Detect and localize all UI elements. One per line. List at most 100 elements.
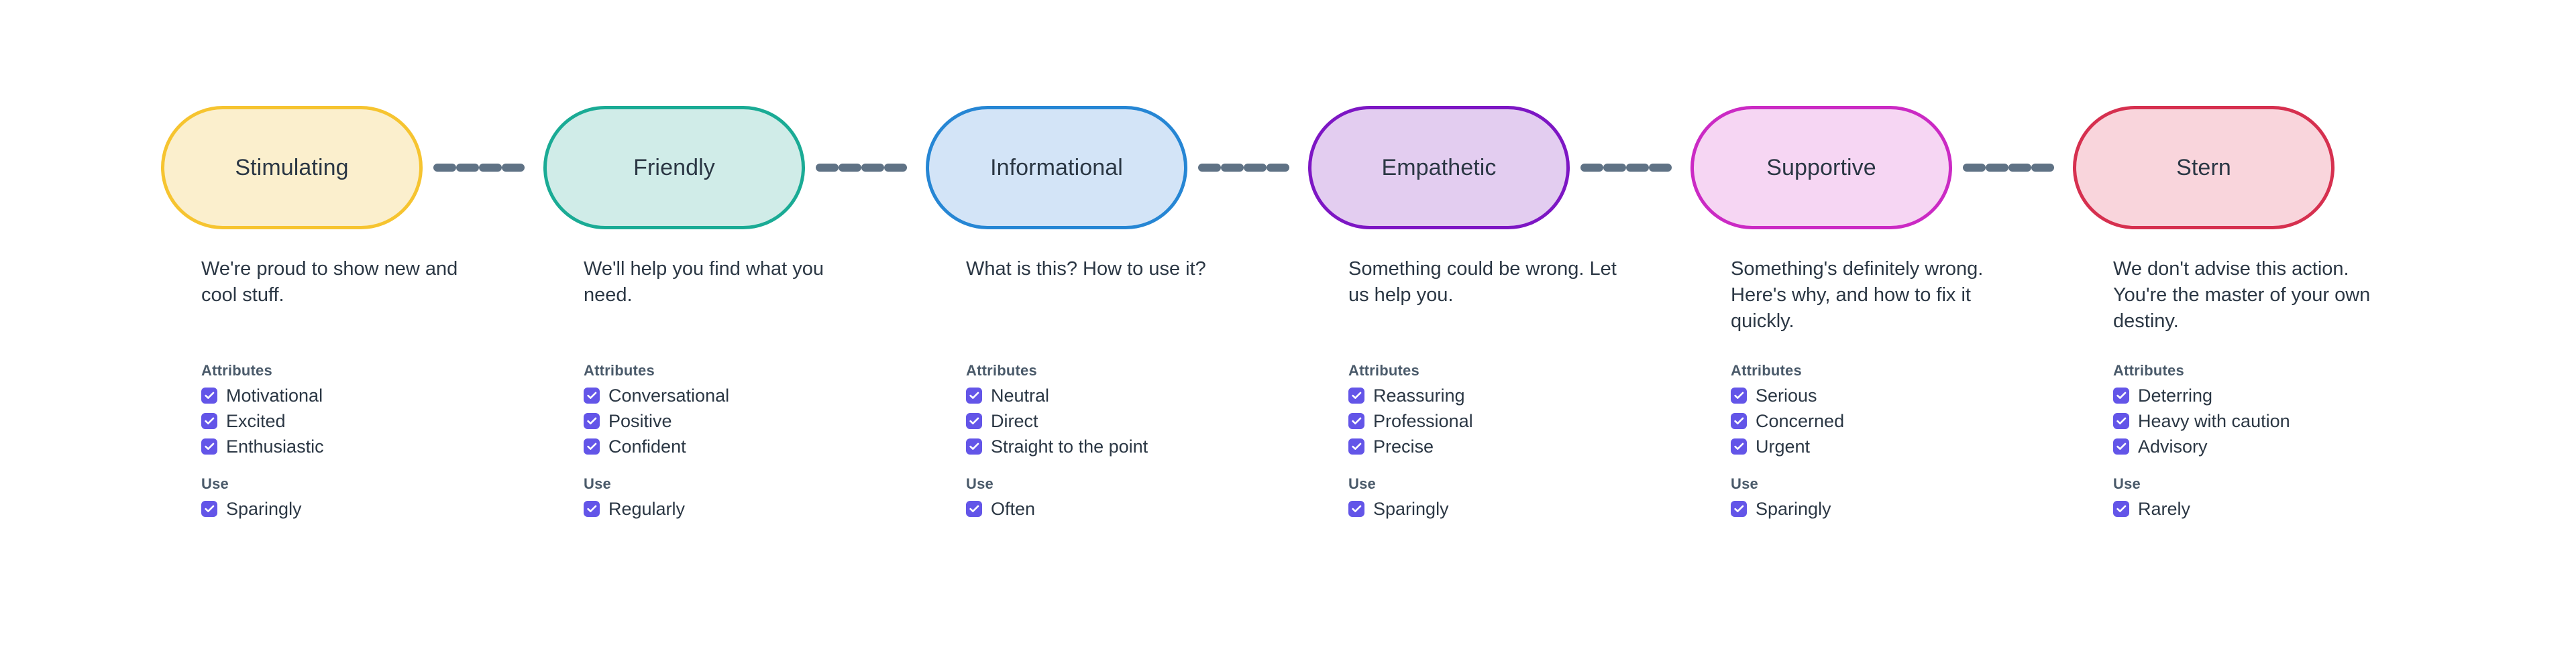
- attributes-item[interactable]: Confident: [584, 435, 899, 458]
- use-heading: Use: [201, 475, 229, 492]
- checkbox-checked-icon[interactable]: [201, 413, 217, 429]
- attributes-item[interactable]: Deterring: [2113, 384, 2428, 407]
- attributes-item-label: Concerned: [1756, 410, 1845, 431]
- tone-pill[interactable]: Empathetic: [1308, 106, 1570, 229]
- connector-dash: [1267, 164, 1289, 172]
- connector-dash: [1649, 164, 1672, 172]
- use-item-label: Often: [991, 498, 1036, 519]
- connector-dash: [2008, 164, 2031, 172]
- checkbox-checked-icon[interactable]: [1731, 438, 1747, 455]
- attributes-item[interactable]: Neutral: [966, 384, 1281, 407]
- dashed-connector: [1198, 164, 1289, 172]
- attributes-item-label: Excited: [226, 410, 286, 431]
- connector-dash: [502, 164, 525, 172]
- connector-dash: [1963, 164, 1986, 172]
- attributes-heading: Attributes: [584, 362, 655, 379]
- attributes-item[interactable]: Enthusiastic: [201, 435, 517, 458]
- use-item[interactable]: Often: [966, 497, 1281, 520]
- checkbox-checked-icon[interactable]: [201, 501, 217, 517]
- checkbox-checked-icon[interactable]: [2113, 413, 2129, 429]
- attributes-heading: Attributes: [966, 362, 1037, 379]
- attributes-item[interactable]: Reassuring: [1348, 384, 1664, 407]
- use-item[interactable]: Rarely: [2113, 497, 2428, 520]
- use-item-label: Rarely: [2138, 498, 2191, 519]
- tone-pill-label: Friendly: [633, 155, 715, 180]
- attributes-item[interactable]: Concerned: [1731, 410, 2046, 432]
- attributes-heading: Attributes: [1348, 362, 1419, 379]
- use-heading: Use: [1348, 475, 1376, 492]
- checkbox-checked-icon[interactable]: [2113, 501, 2129, 517]
- pill-row: Supportive: [1690, 106, 2054, 229]
- checkbox-checked-icon[interactable]: [1731, 388, 1747, 404]
- attributes-item-label: Heavy with caution: [2138, 410, 2290, 431]
- tone-pill[interactable]: Stimulating: [161, 106, 423, 229]
- checkbox-checked-icon[interactable]: [966, 413, 982, 429]
- connector-dash: [816, 164, 839, 172]
- tone-pill[interactable]: Stern: [2073, 106, 2334, 229]
- checkbox-checked-icon[interactable]: [966, 388, 982, 404]
- use-item[interactable]: Sparingly: [201, 497, 517, 520]
- checkbox-checked-icon[interactable]: [584, 388, 600, 404]
- checkbox-checked-icon[interactable]: [584, 413, 600, 429]
- checkbox-checked-icon[interactable]: [201, 438, 217, 455]
- attributes-item-label: Enthusiastic: [226, 436, 324, 457]
- attributes-item-label: Conversational: [608, 385, 730, 406]
- attributes-item[interactable]: Professional: [1348, 410, 1664, 432]
- attributes-item[interactable]: Advisory: [2113, 435, 2428, 458]
- checkbox-checked-icon[interactable]: [584, 501, 600, 517]
- tone-description: Something's definitely wrong. Here's why…: [1731, 258, 1984, 332]
- attributes-item-label: Confident: [608, 436, 686, 457]
- attributes-item-label: Neutral: [991, 385, 1050, 406]
- use-item[interactable]: Regularly: [584, 497, 899, 520]
- tone-pill-label: Supportive: [1766, 155, 1876, 180]
- checkbox-checked-icon[interactable]: [1348, 501, 1364, 517]
- checkbox-checked-icon[interactable]: [966, 438, 982, 455]
- use-item[interactable]: Sparingly: [1348, 497, 1664, 520]
- attributes-item[interactable]: Serious: [1731, 384, 2046, 407]
- tone-description: We'll help you find what you need.: [584, 258, 824, 306]
- connector-dash: [479, 164, 502, 172]
- attributes-item[interactable]: Motivational: [201, 384, 517, 407]
- attributes-item[interactable]: Conversational: [584, 384, 899, 407]
- dashed-connector: [816, 164, 907, 172]
- checkbox-checked-icon[interactable]: [2113, 388, 2129, 404]
- tone-pill[interactable]: Informational: [926, 106, 1187, 229]
- attributes-item[interactable]: Excited: [201, 410, 517, 432]
- use-item[interactable]: Sparingly: [1731, 497, 2046, 520]
- attributes-item[interactable]: Straight to the point: [966, 435, 1281, 458]
- attributes-item[interactable]: Heavy with caution: [2113, 410, 2428, 432]
- pill-row: Informational: [926, 106, 1289, 229]
- attributes-item[interactable]: Precise: [1348, 435, 1664, 458]
- tone-pill[interactable]: Supportive: [1690, 106, 1952, 229]
- tone-description: Something could be wrong. Let us help yo…: [1348, 258, 1617, 306]
- connector-dash: [1221, 164, 1244, 172]
- pill-row: Empathetic: [1308, 106, 1672, 229]
- checkbox-checked-icon[interactable]: [1348, 413, 1364, 429]
- checkbox-checked-icon[interactable]: [2113, 438, 2129, 455]
- connector-dash: [1198, 164, 1221, 172]
- checkbox-checked-icon[interactable]: [1348, 388, 1364, 404]
- checkbox-checked-icon[interactable]: [1348, 438, 1364, 455]
- attributes-item[interactable]: Direct: [966, 410, 1281, 432]
- use-item-label: Sparingly: [226, 498, 302, 519]
- tone-description: We don't advise this action. You're the …: [2113, 258, 2371, 332]
- checkbox-checked-icon[interactable]: [1731, 413, 1747, 429]
- checkbox-checked-icon[interactable]: [966, 501, 982, 517]
- connector-dash: [2031, 164, 2054, 172]
- attributes-item[interactable]: Urgent: [1731, 435, 2046, 458]
- tone-pill[interactable]: Friendly: [543, 106, 805, 229]
- checkbox-checked-icon[interactable]: [1731, 501, 1747, 517]
- checkbox-checked-icon[interactable]: [584, 438, 600, 455]
- attributes-item[interactable]: Positive: [584, 410, 899, 432]
- connector-dash: [839, 164, 861, 172]
- checkbox-checked-icon[interactable]: [201, 388, 217, 404]
